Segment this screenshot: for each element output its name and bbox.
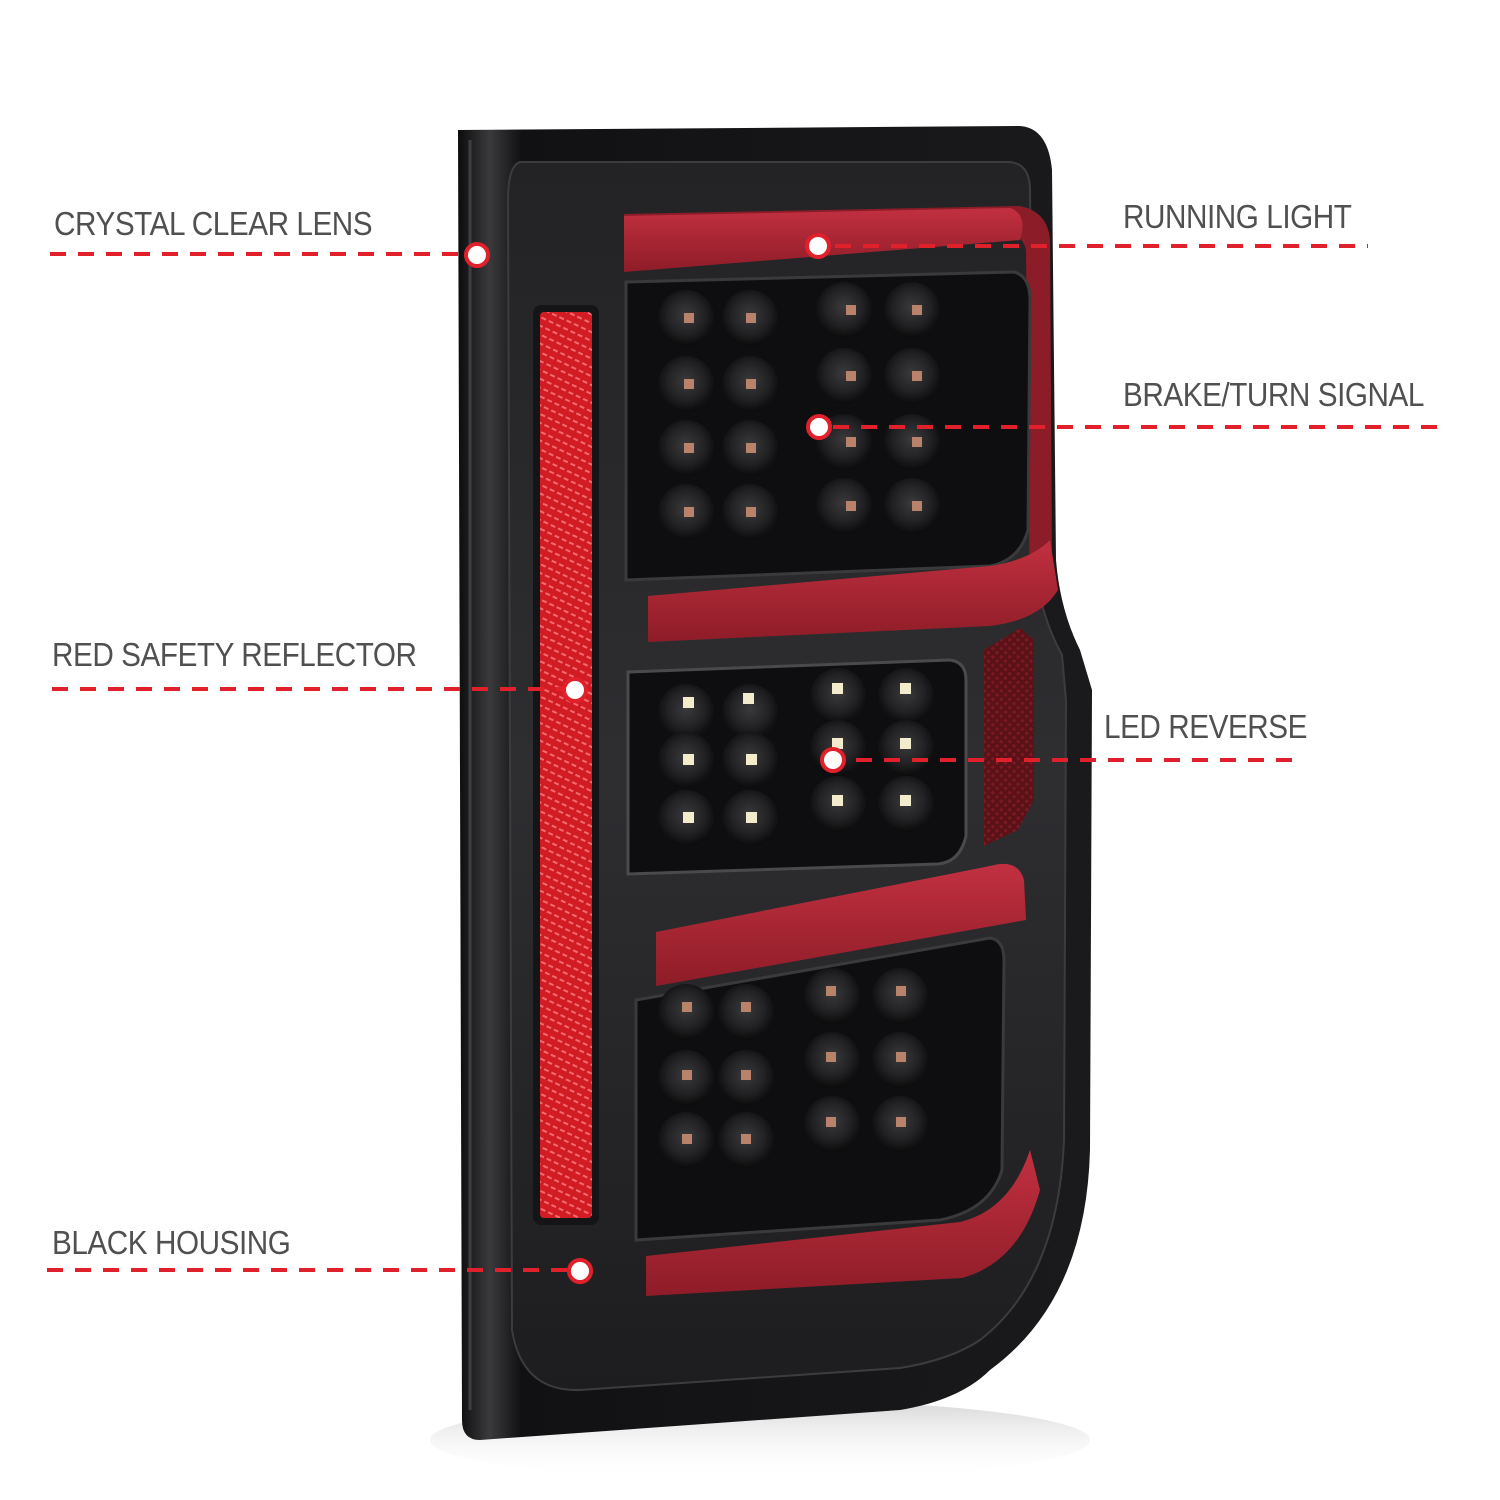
brake-bar-lower [656,863,1026,986]
label-black-housing: BLACK HOUSING [52,1224,291,1261]
label-red-safety-reflector: RED SAFETY REFLECTOR [52,636,417,673]
lower-leds [658,968,928,1168]
leader-line-red-safety-reflector [52,687,565,691]
reverse-leds [658,668,934,846]
bottom-light-bar [646,1150,1040,1296]
brake-turn-leds [658,282,940,540]
callout-dot-brake-turn-signal[interactable] [806,414,832,440]
red-safety-reflector [540,312,592,1218]
side-reflector [984,628,1034,846]
leader-line-black-housing [47,1268,572,1272]
label-brake-turn-signal: BRAKE/TURN SIGNAL [1123,376,1424,413]
callout-dot-black-housing[interactable] [567,1258,593,1284]
label-crystal-clear-lens: CRYSTAL CLEAR LENS [54,205,373,242]
callout-dot-red-safety-reflector[interactable] [562,677,588,703]
label-running-light: RUNNING LIGHT [1123,198,1352,235]
label-led-reverse: LED REVERSE [1104,708,1308,745]
callout-dot-crystal-clear-lens[interactable] [464,242,490,268]
leader-line-running-light [835,244,1368,248]
callout-dot-led-reverse[interactable] [820,747,846,773]
brake-bar-middle [648,540,1058,642]
callout-dot-running-light[interactable] [805,233,831,259]
leader-line-crystal-clear-lens [50,252,468,256]
leader-line-led-reverse [856,758,1298,762]
leader-line-brake-turn-signal [833,425,1445,429]
